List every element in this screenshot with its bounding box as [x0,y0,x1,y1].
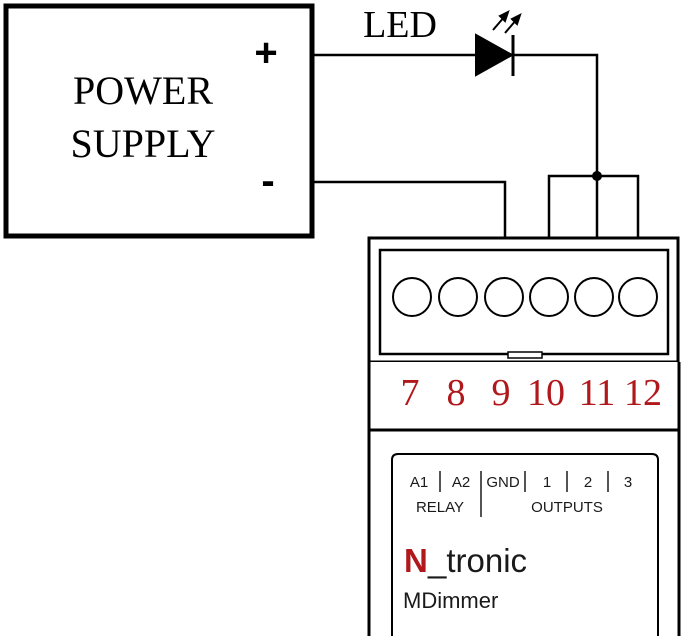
brand-logo: N _tronic [404,542,527,579]
led-label: LED [363,4,437,46]
screw-terminals [392,277,658,317]
led-triangle [475,33,515,77]
power-supply: POWER SUPPLY + - [3,3,315,239]
wire-junction-dot [592,171,602,181]
housing-tab [507,351,543,359]
pin-label-output-1: 1 [543,474,551,491]
positive-terminal-sign: + [254,31,277,75]
power-supply-label-line2: SUPPLY [71,121,216,166]
screw-terminal-10 [529,277,569,317]
terminal-number-11: 11 [579,372,616,414]
light-emission-icon [492,10,522,34]
terminal-number-9: 9 [492,372,511,414]
brand-logo-mark: N [404,542,428,579]
screw-terminal-12 [618,277,658,317]
terminal-number-8: 8 [447,372,466,414]
negative-wire [312,180,507,238]
terminal-number-7: 7 [401,372,420,414]
pin-label-output-2: 2 [584,474,592,491]
terminal-numbers: 7 8 9 10 11 12 [401,372,663,414]
screw-terminal-9 [484,277,524,317]
led-diode-icon: LED [363,4,522,77]
front-label-panel [391,453,659,636]
dimmer-module: 7 8 9 10 11 12 A1 A2 GND 1 2 3 RELAY OUT… [367,236,681,636]
pin-labels: A1 A2 GND 1 2 3 RELAY OUTPUTS [410,474,632,516]
screw-terminal-7 [392,277,432,317]
pin-label-a2: A2 [452,474,470,491]
pin-label-a1: A1 [410,474,428,491]
outputs-group-label: OUTPUTS [531,499,603,516]
pin-label-output-3: 3 [624,474,632,491]
screw-terminal-11 [574,277,614,317]
led-to-outputs-wire [513,53,599,176]
power-supply-label-line1: POWER [73,68,213,113]
relay-group-label: RELAY [416,499,464,516]
wires [312,53,640,238]
pin-label-separators [439,471,609,517]
terminal-number-10: 10 [527,372,565,414]
power-supply-box [3,3,315,239]
brand-logo-text: _tronic [427,542,527,579]
negative-terminal-sign: - [261,159,274,203]
terminal-number-12: 12 [624,372,662,414]
model-name: MDimmer [403,588,498,613]
module-lower-housing [367,430,681,636]
outputs-bus-wire [547,174,640,238]
screw-terminal-8 [438,277,478,317]
pin-label-gnd: GND [486,474,520,491]
